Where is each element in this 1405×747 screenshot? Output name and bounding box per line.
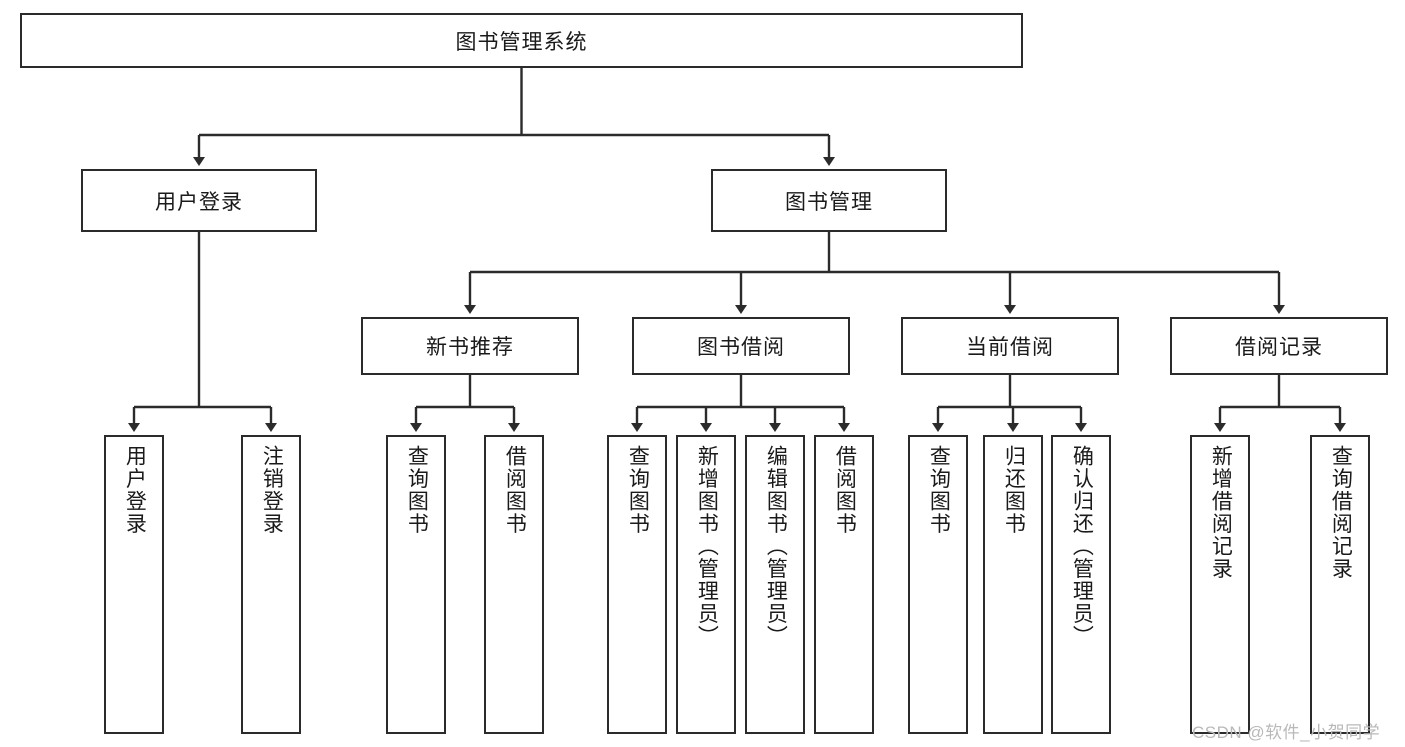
node-label-borrow-book-1: 借阅图书	[503, 445, 527, 535]
node-borrow-book-2[interactable]: 借阅图书	[814, 435, 874, 734]
node-label-add-book: 新增图书（管理员）	[695, 445, 719, 648]
node-label-q-book-2: 查询图书	[626, 445, 650, 535]
node-user-login[interactable]: 用户登录	[81, 169, 317, 232]
node-q-book-2[interactable]: 查询图书	[607, 435, 667, 734]
node-label-edit-book: 编辑图书（管理员）	[764, 445, 788, 648]
node-edit-book[interactable]: 编辑图书（管理员）	[745, 435, 805, 734]
node-label-q-book-3: 查询图书	[927, 445, 951, 535]
node-query-record[interactable]: 查询借阅记录	[1310, 435, 1370, 734]
node-borrow-record[interactable]: 借阅记录	[1170, 317, 1388, 375]
node-q-book-1[interactable]: 查询图书	[386, 435, 446, 734]
node-leaf-user-login[interactable]: 用户登录	[104, 435, 164, 734]
node-label-root: 图书管理系统	[455, 30, 588, 54]
node-label-borrow-record: 借阅记录	[1235, 336, 1323, 359]
node-label-q-book-1: 查询图书	[405, 445, 429, 535]
node-current-borrow[interactable]: 当前借阅	[901, 317, 1119, 375]
node-label-leaf-user-login: 用户登录	[123, 445, 147, 535]
node-borrow-book-1[interactable]: 借阅图书	[484, 435, 544, 734]
node-label-book-borrow: 图书借阅	[697, 336, 785, 359]
node-label-current-borrow: 当前借阅	[966, 336, 1054, 359]
node-label-book-manage: 图书管理	[785, 190, 873, 214]
node-label-return-book: 归还图书	[1002, 445, 1026, 535]
node-return-book[interactable]: 归还图书	[983, 435, 1043, 734]
node-add-record[interactable]: 新增借阅记录	[1190, 435, 1250, 734]
watermark-text: CSDN @软件_小贺同学	[1192, 723, 1381, 742]
node-label-add-record: 新增借阅记录	[1209, 445, 1233, 580]
node-add-book[interactable]: 新增图书（管理员）	[676, 435, 736, 734]
node-confirm-return[interactable]: 确认归还（管理员）	[1051, 435, 1111, 734]
node-label-borrow-book-2: 借阅图书	[833, 445, 857, 535]
node-leaf-logout[interactable]: 注销登录	[241, 435, 301, 734]
node-label-user-login: 用户登录	[155, 190, 243, 214]
node-root[interactable]: 图书管理系统	[20, 13, 1023, 68]
node-q-book-3[interactable]: 查询图书	[908, 435, 968, 734]
node-new-book-rec[interactable]: 新书推荐	[361, 317, 579, 375]
node-label-new-book-rec: 新书推荐	[426, 336, 514, 359]
node-book-borrow[interactable]: 图书借阅	[632, 317, 850, 375]
node-label-leaf-logout: 注销登录	[260, 445, 284, 535]
node-label-confirm-return: 确认归还（管理员）	[1070, 445, 1094, 648]
node-book-manage[interactable]: 图书管理	[711, 169, 947, 232]
node-label-query-record: 查询借阅记录	[1329, 445, 1353, 580]
